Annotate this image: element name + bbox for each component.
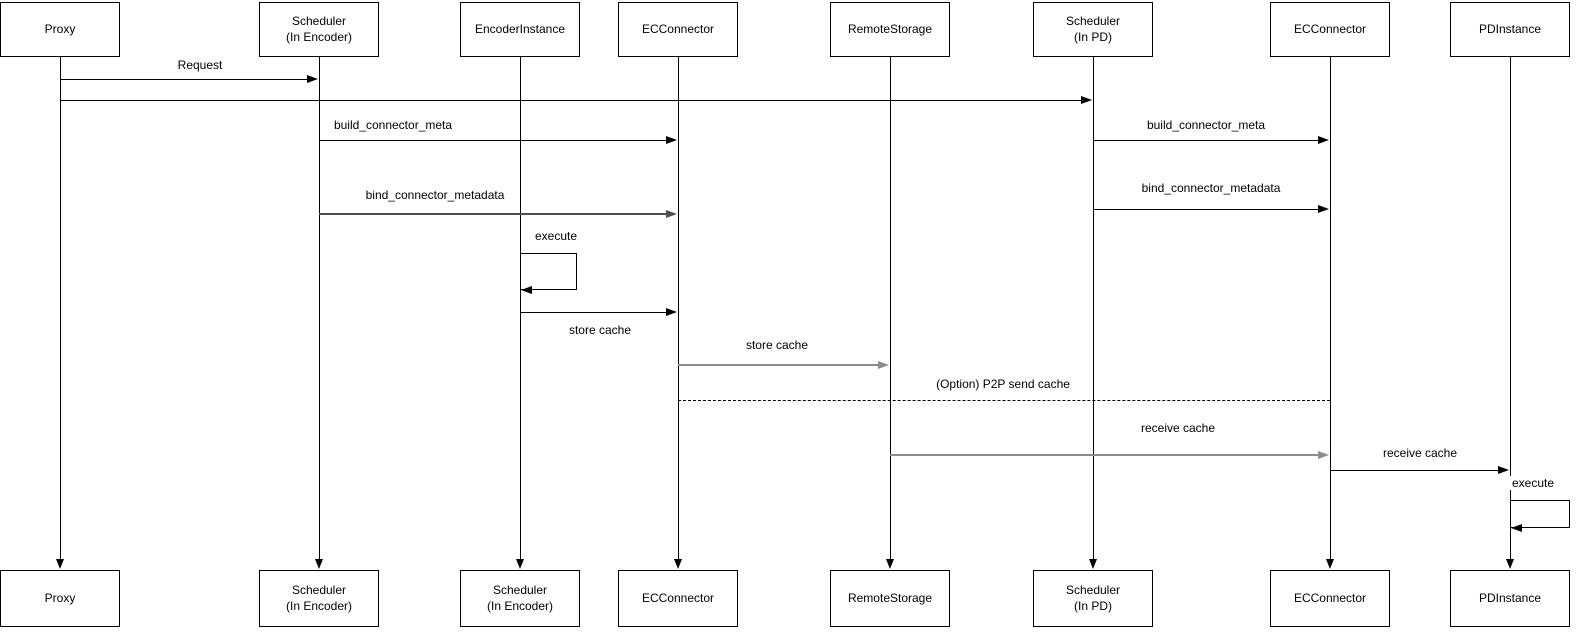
arrowhead-right-icon <box>666 136 677 144</box>
lifeline-proxy <box>60 57 61 559</box>
lifeline-arrowhead-down-icon <box>674 559 682 569</box>
participant-bottom-box-scheduler-encoder: Scheduler (In Encoder) <box>259 570 379 627</box>
arrowhead-right-icon <box>1318 136 1329 144</box>
lifeline-arrowhead-down-icon <box>886 559 894 569</box>
participant-bottom-box-encoder-instance: Scheduler (In Encoder) <box>460 570 580 627</box>
lifeline-scheduler-pd <box>1093 57 1094 559</box>
participant-top-box-remote-storage: RemoteStorage <box>830 2 950 57</box>
message-label-execute: execute <box>1509 476 1557 490</box>
lifeline-remote-storage <box>890 57 891 559</box>
message-label-receive-cache: receive cache <box>1138 421 1218 435</box>
arrowhead-left-icon <box>1511 523 1522 532</box>
message-line-build-connector-meta <box>319 140 668 141</box>
message-label--option-p2p-send-cache: (Option) P2P send cache <box>934 377 1072 391</box>
lifeline-arrowhead-down-icon <box>1506 559 1514 569</box>
participant-top-box-scheduler-encoder: Scheduler (In Encoder) <box>259 2 379 57</box>
arrowhead-left-icon <box>521 285 532 294</box>
self-message-loop-execute <box>1510 500 1570 528</box>
participant-top-box-ec-connector-left: ECConnector <box>618 2 738 57</box>
lifeline-arrowhead-down-icon <box>1326 559 1334 569</box>
participant-bottom-box-ec-connector-right: ECConnector <box>1270 570 1390 627</box>
participant-bottom-box-pd-instance: PDInstance <box>1450 570 1570 627</box>
arrowhead-right-icon <box>1318 451 1329 459</box>
message-label-build-connector-meta: build_connector_meta <box>1144 118 1268 132</box>
message-line--option-p2p-send-cache <box>678 400 1330 401</box>
participant-top-box-pd-instance: PDInstance <box>1450 2 1570 57</box>
lifeline-scheduler-encoder <box>319 57 320 559</box>
message-line-unlabeled <box>60 100 1083 101</box>
message-line-store-cache <box>520 312 668 313</box>
participant-bottom-box-remote-storage: RemoteStorage <box>830 570 950 627</box>
message-line-store-cache <box>678 364 880 366</box>
arrowhead-right-icon <box>878 361 889 369</box>
lifeline-arrowhead-down-icon <box>56 559 64 569</box>
arrowhead-right-icon <box>1318 205 1329 213</box>
arrowhead-right-icon <box>1081 96 1092 104</box>
participant-top-box-scheduler-pd: Scheduler (In PD) <box>1033 2 1153 57</box>
message-line-build-connector-meta <box>1093 140 1320 141</box>
message-label-store-cache: store cache <box>743 338 811 352</box>
arrowhead-right-icon <box>666 210 677 218</box>
message-line-bind-connector-metadata <box>1093 209 1320 210</box>
message-label-build-connector-meta: build_connector_meta <box>331 118 455 132</box>
message-line-bind-connector-metadata <box>319 213 668 215</box>
message-label-execute: execute <box>532 229 580 243</box>
lifeline-pd-instance <box>1510 57 1511 559</box>
message-line-receive-cache <box>1330 470 1500 471</box>
message-label-bind-connector-metadata: bind_connector_metadata <box>363 188 507 202</box>
message-label-store-cache: store cache <box>566 323 634 337</box>
arrowhead-right-icon <box>307 75 318 83</box>
participant-top-box-proxy: Proxy <box>0 2 120 57</box>
arrowhead-right-icon <box>666 308 677 316</box>
participant-top-box-encoder-instance: EncoderInstance <box>460 2 580 57</box>
message-label-receive-cache: receive cache <box>1380 446 1460 460</box>
arrowhead-right-icon <box>1498 466 1509 474</box>
message-label-bind-connector-metadata: bind_connector_metadata <box>1139 181 1283 195</box>
participant-bottom-box-proxy: Proxy <box>0 570 120 627</box>
lifeline-ec-connector-right <box>1330 57 1331 559</box>
participant-top-box-ec-connector-right: ECConnector <box>1270 2 1390 57</box>
lifeline-ec-connector-left <box>678 57 679 559</box>
message-line-request <box>60 79 309 80</box>
participant-bottom-box-ec-connector-left: ECConnector <box>618 570 738 627</box>
lifeline-encoder-instance <box>520 57 521 559</box>
lifeline-arrowhead-down-icon <box>516 559 524 569</box>
lifeline-arrowhead-down-icon <box>315 559 323 569</box>
message-label-request: Request <box>175 58 225 72</box>
participant-bottom-box-scheduler-pd: Scheduler (In PD) <box>1033 570 1153 627</box>
self-message-loop-execute <box>520 253 577 290</box>
message-line-receive-cache <box>890 454 1320 456</box>
lifeline-arrowhead-down-icon <box>1089 559 1097 569</box>
